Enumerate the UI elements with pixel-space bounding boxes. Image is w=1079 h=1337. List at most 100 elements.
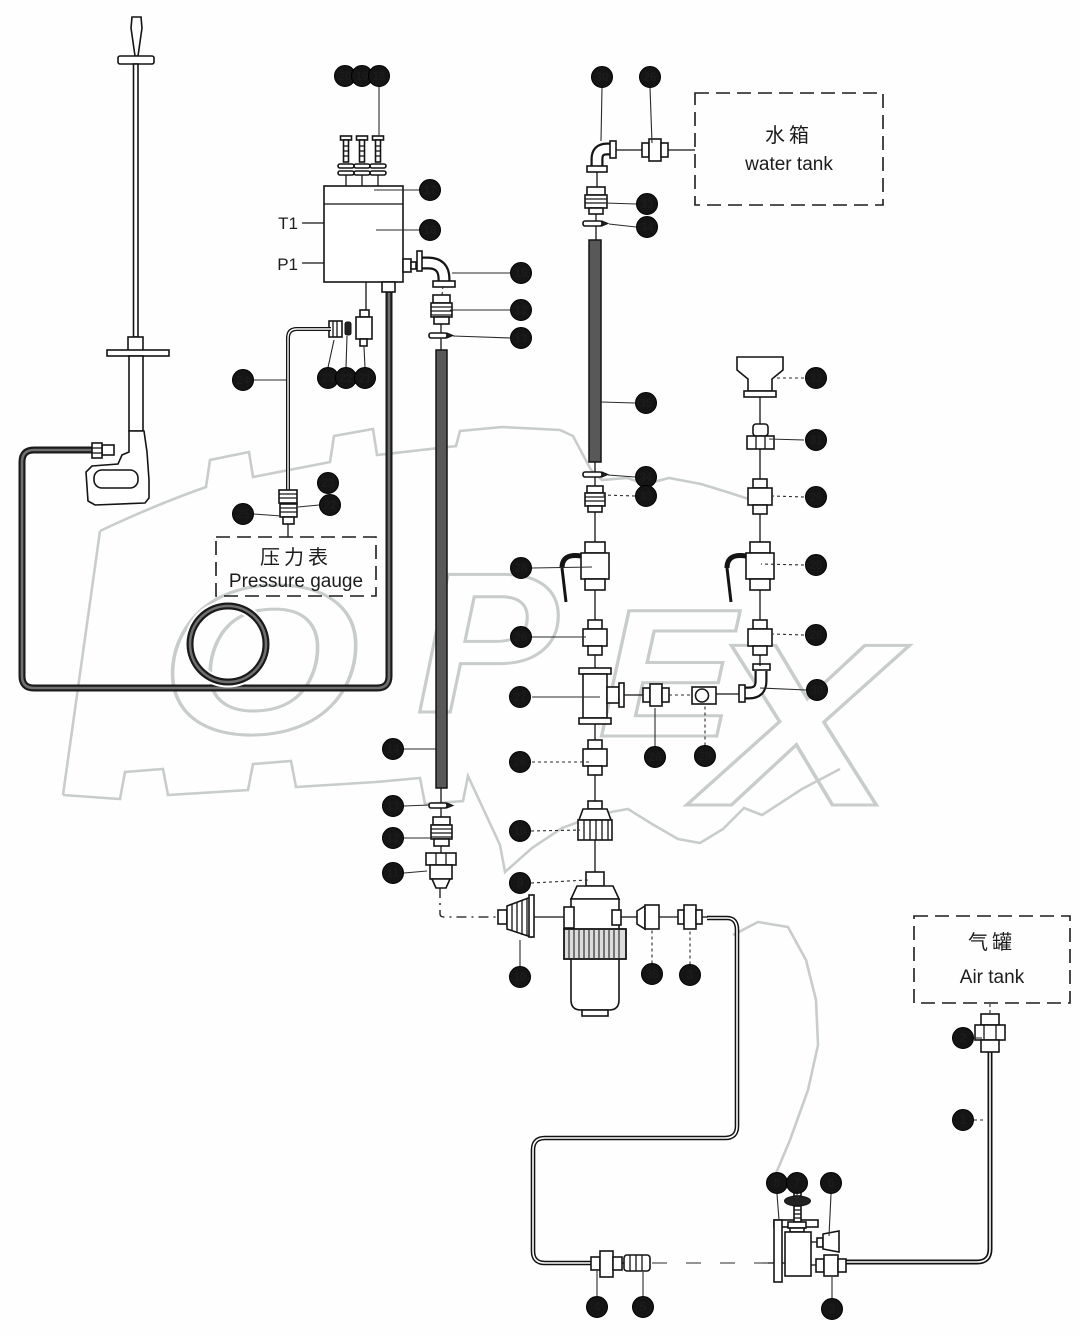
svg-text:6: 6 [828,1176,835,1190]
coupler-12-upper [430,294,453,325]
svg-text:32: 32 [810,373,823,385]
bolt [353,135,371,186]
svg-text:34: 34 [640,472,653,484]
union-26-right-top [747,478,773,515]
callout-26: 26 [644,746,666,768]
elbow-fitting-15 [416,250,456,288]
callout-28: 28 [510,557,532,579]
left-downpipe-assembly [425,285,498,918]
pipe-35 [588,239,602,463]
elbow-30-branch [738,663,771,703]
gun-inlet-bolt [91,442,103,459]
svg-text:3: 3 [829,1302,836,1316]
callout-21: 21 [354,367,376,389]
elbow-30-top [586,140,617,173]
callout-26: 26 [510,626,532,648]
callout-26: 26 [509,751,531,773]
water-line-top [582,138,695,542]
svg-text:9: 9 [517,876,524,890]
watermark-letter-e: E [598,571,740,775]
svg-text:7: 7 [794,1176,801,1190]
callout-34: 34 [635,466,657,488]
nozzle-guard-disc [117,55,155,65]
union-3-bottom [815,1254,847,1277]
svg-text:23: 23 [322,478,335,490]
svg-text:4: 4 [594,1300,601,1314]
callout-26: 26 [805,486,827,508]
svg-text:15: 15 [515,268,528,280]
callout-27: 27 [509,686,531,708]
svg-text:10: 10 [514,972,527,984]
svg-text:26: 26 [515,632,528,644]
callout-23: 23 [317,367,339,389]
pressure-gauge-label-en: Pressure gauge [229,571,363,592]
air-tank-label-cn: 气罐 [968,931,1016,954]
callout-26: 26 [639,66,661,88]
union-26-right-mid [747,619,773,656]
callout-5: 5 [632,1296,654,1318]
callout-10: 10 [509,820,531,842]
gun-body [85,430,150,506]
callout-13: 13 [510,327,532,349]
svg-text:26: 26 [514,757,527,769]
union-26-top [641,138,669,162]
fitting-36 [636,904,660,931]
water-tank-label-cn: 水箱 [765,124,813,147]
pipe-14 [435,349,448,789]
pressure-gauge-box: 压力表 Pressure gauge [215,536,377,597]
ball-valve-28-center [559,541,610,603]
ball-valve-28-right [724,541,775,603]
center-column [497,541,771,1017]
svg-text:18: 18 [373,71,386,83]
callout-12: 12 [382,827,404,849]
callout-14: 14 [382,738,404,760]
svg-text:13: 13 [387,801,400,813]
filter-ribbed-band [563,928,627,960]
fitting-23 [328,320,343,338]
svg-text:10: 10 [514,826,527,838]
right-column [724,356,784,666]
svg-text:16: 16 [424,225,437,237]
grip-slot [93,469,139,489]
svg-text:26: 26 [810,630,823,642]
callout-26: 26 [805,624,827,646]
callout-35: 35 [635,392,657,414]
lance-rod [132,63,139,338]
pump-box-assembly: T1 P1 [277,135,456,347]
cap-fitting-31 [746,423,775,450]
pressure-gauge-label-cn: 压力表 [260,546,332,569]
callout-24: 24 [232,369,254,391]
svg-text:20: 20 [339,71,352,83]
bolt [337,135,355,186]
callout-28: 28 [805,554,827,576]
outlet-stub [402,258,412,273]
svg-text:22: 22 [324,500,337,512]
high-pressure-hose [18,292,393,692]
watermark-letter-x: X [686,596,910,855]
svg-text:11: 11 [387,868,400,880]
svg-text:8: 8 [774,1176,781,1190]
air-tank-label-en: Air tank [960,967,1025,988]
tee-27 [578,667,625,725]
water-tank-box: 水箱 water tank [694,92,884,206]
hose-connector [381,281,396,293]
svg-text:28: 28 [810,560,823,572]
callout-10: 10 [509,966,531,988]
callout-4: 4 [586,1296,608,1318]
svg-text:28: 28 [515,563,528,575]
pin-34-upper [582,220,610,227]
callout-30: 30 [806,679,828,701]
svg-text:30: 30 [811,685,824,697]
watermark-gear-top [99,425,759,533]
coupler-33-lower [584,485,606,513]
union-3-filter [677,904,703,930]
lance-crossbar [106,349,170,357]
svg-text:14: 14 [387,744,400,756]
callout-23: 23 [317,472,339,494]
callout-13: 13 [382,795,404,817]
pin-13-upper [428,332,455,339]
callout-8: 8 [766,1172,788,1194]
union-26-branch [642,683,670,707]
callout-1: 1 [952,1109,974,1131]
